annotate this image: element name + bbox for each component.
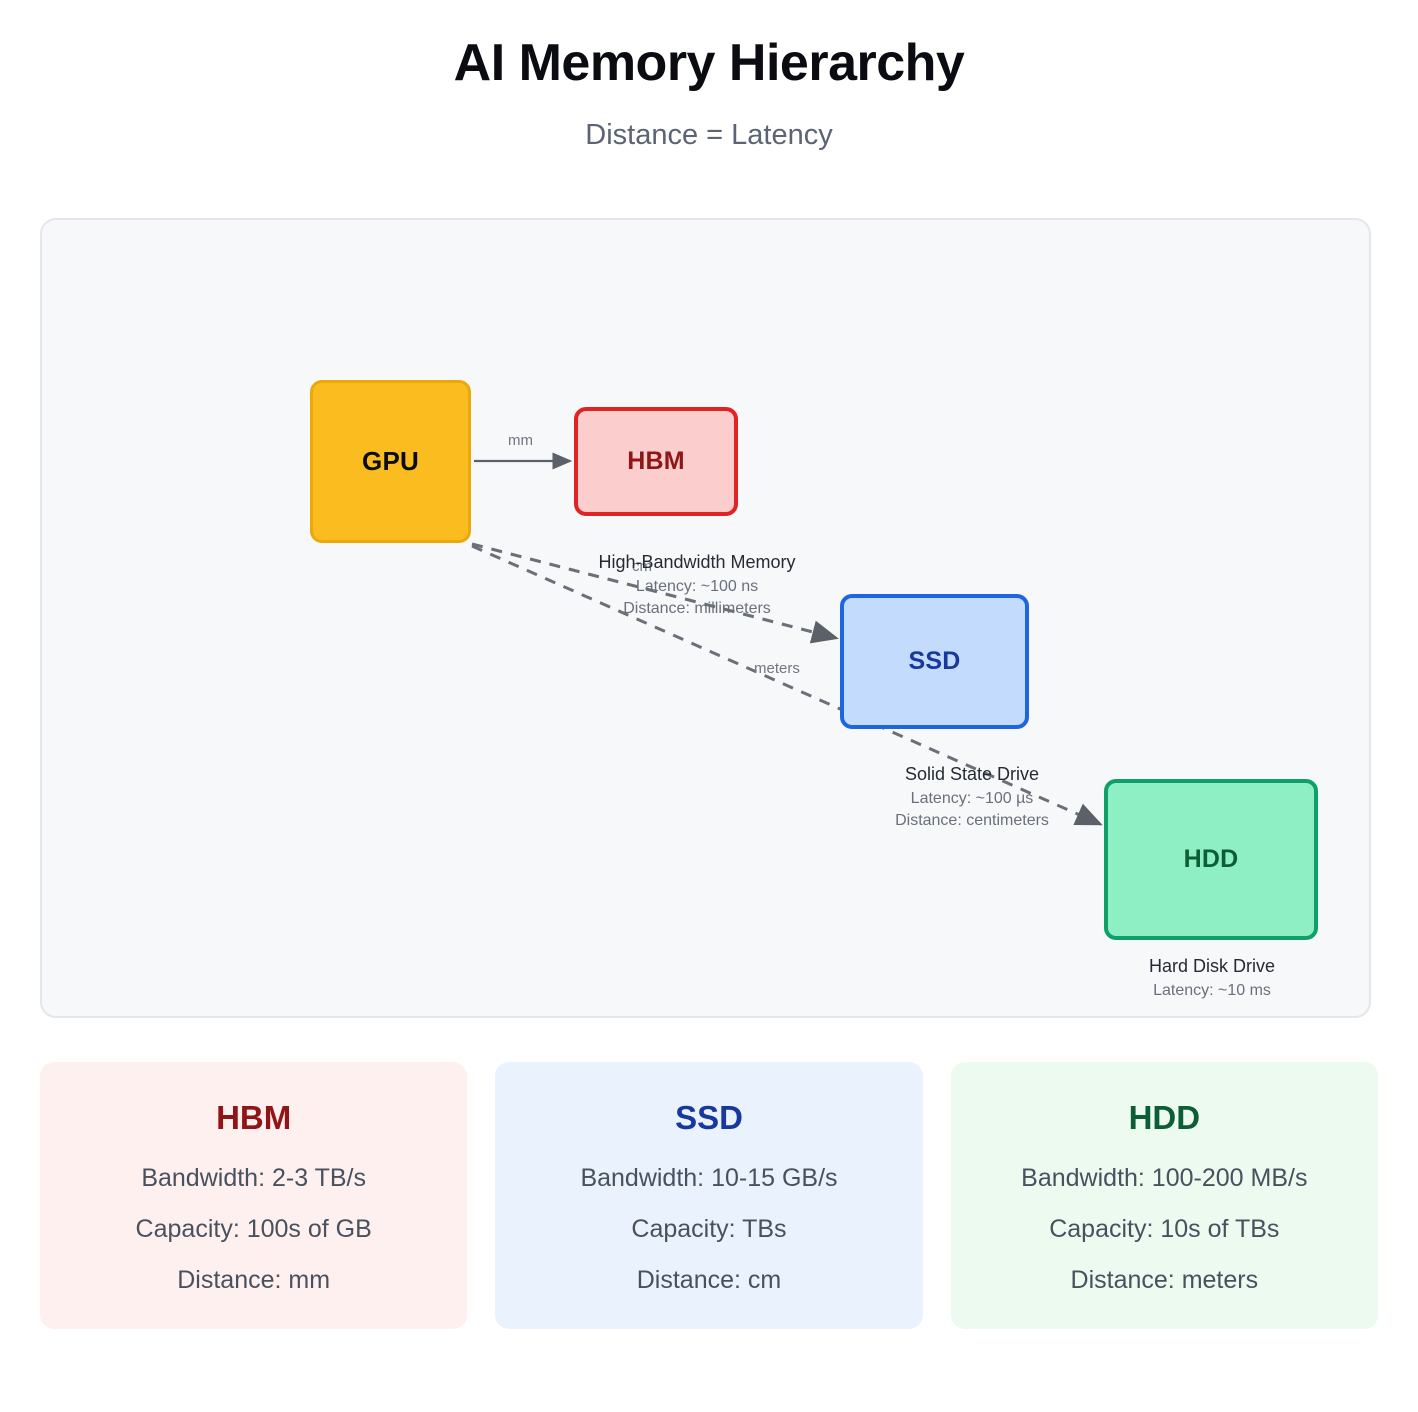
spec-card-hdd-title: HDD [1128, 1099, 1201, 1136]
spec-card-ssd-distance: Distance: cm [636, 1265, 782, 1294]
spec-card-hbm-bandwidth: Bandwidth: 2-3 TB/s [141, 1164, 366, 1193]
spec-cards: HBM Bandwidth: 2-3 TB/s Capacity: 100s o… [40, 1062, 1378, 1329]
annotation-hdd-title: Hard Disk Drive [1148, 956, 1276, 976]
spec-card-hdd-bandwidth: Bandwidth: 100-200 MB/s [1021, 1164, 1308, 1193]
annotation-hbm-distance: Distance: millimeters [623, 600, 771, 617]
spec-card-hdd-distance: Distance: meters [1070, 1265, 1259, 1294]
spec-card-ssd-title: SSD [675, 1099, 743, 1136]
diagram-container: mm cm meters GPU HBM SSD HDD High-Bandwi… [40, 218, 1371, 1018]
spec-card-ssd[interactable]: SSD Bandwidth: 10-15 GB/s Capacity: TBs … [495, 1062, 923, 1329]
spec-card-hbm-capacity: Capacity: 100s of GB [135, 1215, 372, 1244]
edge-label-meters: meters [754, 660, 800, 677]
page-title: AI Memory Hierarchy [453, 34, 965, 92]
node-ssd[interactable]: SSD [840, 594, 1029, 729]
page-subtitle: Distance = Latency [585, 118, 833, 151]
spec-card-hdd[interactable]: HDD Bandwidth: 100-200 MB/s Capacity: 10… [950, 1062, 1378, 1329]
edge-label-cm: cm [632, 558, 652, 575]
spec-card-hbm-distance: Distance: mm [177, 1265, 331, 1294]
node-gpu-label: GPU [362, 446, 419, 476]
spec-card-hbm-title: HBM [216, 1099, 292, 1136]
node-hbm-label: HBM [627, 447, 685, 475]
node-hdd[interactable]: HDD [1104, 779, 1318, 940]
node-hdd-label: HDD [1183, 845, 1239, 873]
node-ssd-label: SSD [908, 647, 961, 675]
diagram-canvas: mm cm meters GPU HBM SSD HDD High-Bandwi… [42, 220, 1369, 1016]
node-hbm[interactable]: HBM [574, 407, 738, 516]
spec-card-ssd-bandwidth: Bandwidth: 10-15 GB/s [580, 1164, 838, 1193]
spec-card-hdd-capacity: Capacity: 10s of TBs [1049, 1215, 1280, 1244]
annotation-hbm-title: High-Bandwidth Memory [598, 552, 796, 572]
node-gpu[interactable]: GPU [310, 380, 471, 543]
header: AI Memory Hierarchy Distance = Latency [0, 0, 1418, 153]
spec-card-ssd-capacity: Capacity: TBs [631, 1215, 787, 1244]
annotation-hbm-latency: Latency: ~100 ns [635, 578, 759, 595]
annotation-hdd: Hard Disk Drive Latency: ~10 ms [1012, 957, 1369, 1005]
annotation-hbm: High-Bandwidth Memory Latency: ~100 ns D… [497, 553, 897, 623]
edge-label-mm: mm [508, 432, 533, 449]
annotation-hdd-latency: Latency: ~10 ms [1153, 982, 1271, 999]
edge-gpu-ssd [471, 542, 839, 644]
spec-card-hbm[interactable]: HBM Bandwidth: 2-3 TB/s Capacity: 100s o… [40, 1062, 468, 1329]
